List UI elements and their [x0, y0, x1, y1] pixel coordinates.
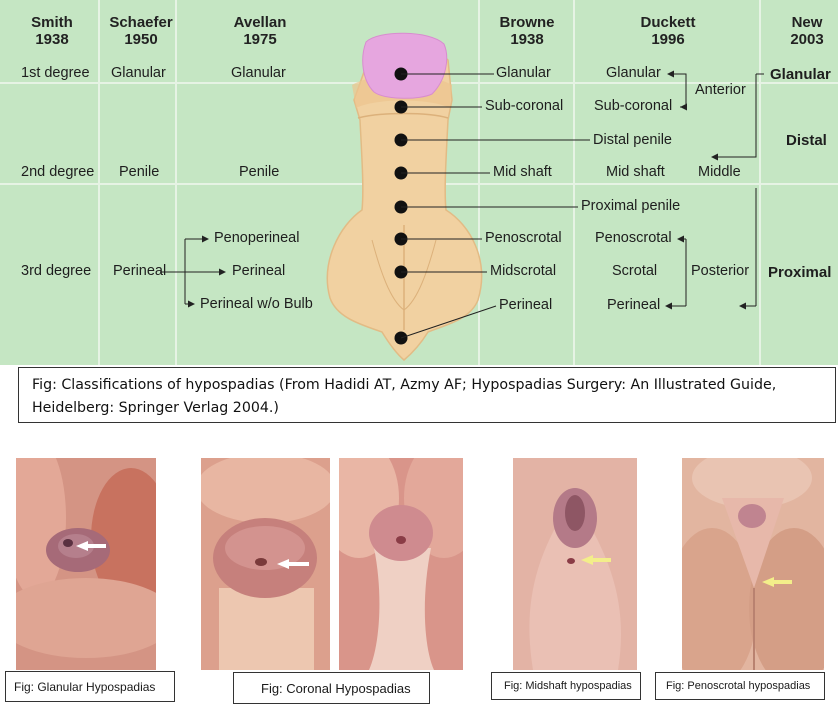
column-divider [98, 0, 100, 365]
column-divider [478, 0, 480, 365]
browne-distal-penile: Distal penile [593, 132, 672, 148]
duckett-glanular: Glanular [606, 65, 661, 81]
browne-subcoronal: Sub-coronal [485, 98, 564, 114]
photo-glanular [16, 458, 156, 670]
browne-perineal: Perineal [499, 297, 553, 313]
new-glanular: Glanular [770, 66, 831, 83]
browne-mid-shaft: Mid shaft [493, 164, 552, 180]
browne-glanular: Glanular [496, 65, 551, 81]
column-divider [573, 0, 575, 365]
duckett-middle: Middle [698, 164, 741, 180]
photo-coronal-1 [201, 458, 330, 670]
duckett-penoscrotal: Penoscrotal [595, 230, 672, 246]
label-midshaft-text: Fig: Midshaft hypospadias [504, 680, 632, 692]
duckett-brackets [665, 70, 764, 310]
leader-lines [400, 73, 590, 339]
smith-3rd-degree: 3rd degree [21, 263, 92, 279]
figure-caption: Fig: Classifications of hypospadias (Fro… [32, 377, 777, 416]
schaefer-glanular: Glanular [111, 65, 166, 81]
duckett-anterior: Anterior [695, 82, 746, 98]
new-distal: Distal [786, 132, 827, 149]
duckett-scrotal: Scrotal [612, 263, 658, 279]
duckett-mid-shaft: Mid shaft [606, 164, 665, 180]
figure-caption-box: Fig: Classifications of hypospadias (Fro… [18, 367, 836, 423]
diagram-graphics [160, 32, 764, 361]
avellan-penile: Penile [239, 164, 280, 180]
label-penoscrotal-text: Fig: Penoscrotal hypospadias [666, 680, 811, 692]
anatomy-illustration [326, 32, 483, 361]
duckett-subcoronal: Sub-coronal [594, 98, 673, 114]
label-penoscrotal-hypospadias: Fig: Penoscrotal hypospadias [655, 672, 825, 700]
avellan-penoperineal: Penoperineal [214, 230, 300, 246]
browne-midscrotal: Midscrotal [490, 263, 557, 279]
column-divider [175, 0, 177, 365]
new-proximal: Proximal [768, 264, 832, 281]
avellan-bracket [160, 235, 226, 308]
browne-proximal-penile: Proximal penile [581, 198, 681, 214]
schaefer-penile: Penile [119, 164, 160, 180]
label-glanular-text: Fig: Glanular Hypospadias [14, 680, 156, 694]
photo-coronal-2 [339, 458, 463, 670]
label-glanular-hypospadias: Fig: Glanular Hypospadias [5, 671, 175, 702]
duckett-perineal: Perineal [607, 297, 661, 313]
label-midshaft-hypospadias: Fig: Midshaft hypospadias [491, 672, 641, 700]
avellan-glanular: Glanular [231, 65, 286, 81]
browne-penoscrotal: Penoscrotal [485, 230, 562, 246]
duckett-posterior: Posterior [691, 263, 750, 279]
schaefer-perineal: Perineal [113, 263, 167, 279]
avellan-perineal: Perineal [232, 263, 286, 279]
smith-1st-degree: 1st degree [21, 65, 90, 81]
label-coronal-hypospadias: Fig: Coronal Hypospadias [233, 672, 430, 704]
smith-2nd-degree: 2nd degree [21, 164, 95, 180]
avellan-perineal-wo-bulb: Perineal w/o Bulb [200, 296, 313, 312]
photo-midshaft [513, 458, 637, 670]
column-divider [759, 0, 761, 365]
label-coronal-text: Fig: Coronal Hypospadias [261, 681, 411, 696]
photo-penoscrotal [682, 458, 824, 670]
